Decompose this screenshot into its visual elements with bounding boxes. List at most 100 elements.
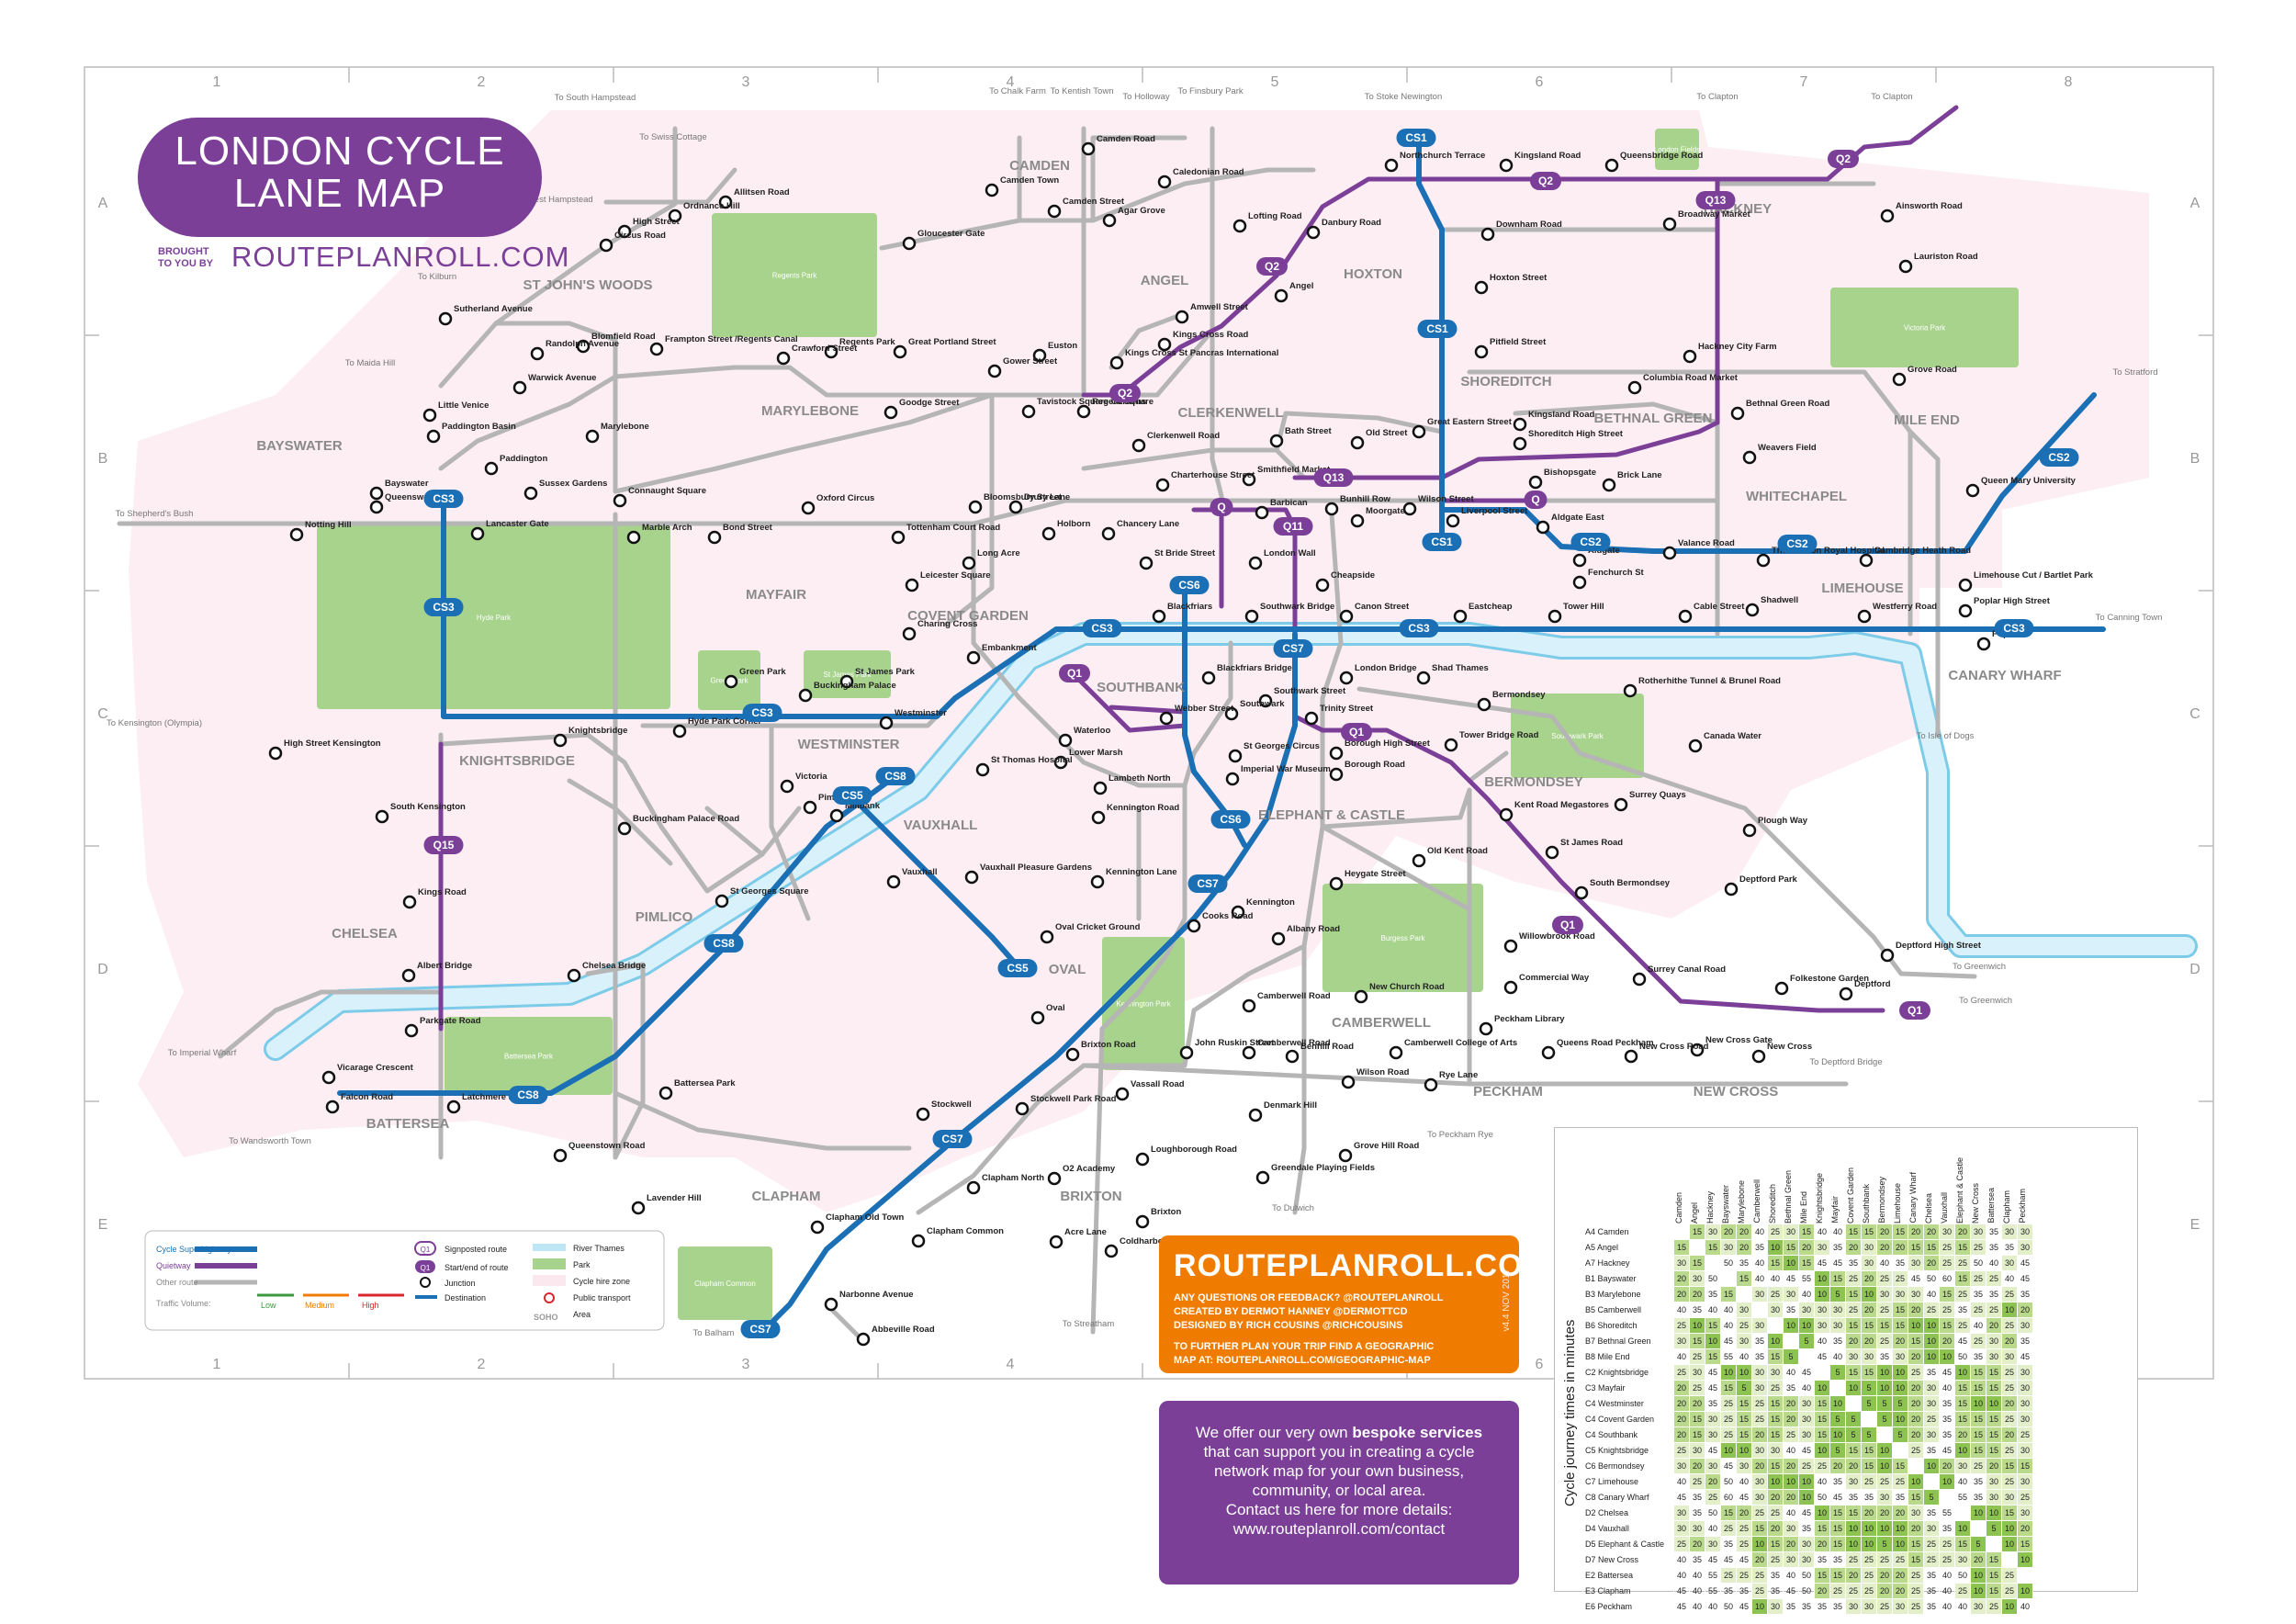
- junction-marker[interactable]: [1774, 981, 1789, 996]
- superhighway-badge[interactable]: CS5: [997, 959, 1038, 977]
- junction-marker[interactable]: [404, 1023, 419, 1038]
- junction-marker[interactable]: [1269, 434, 1284, 448]
- destination-label[interactable]: To Peckham Rye: [1427, 1130, 1493, 1140]
- junction-marker[interactable]: [1175, 310, 1189, 324]
- superhighway-badge[interactable]: CS3: [742, 704, 782, 722]
- junction-marker[interactable]: [1624, 1049, 1638, 1064]
- junction-marker[interactable]: [1081, 141, 1096, 156]
- junction-marker[interactable]: [1513, 436, 1527, 451]
- junction-marker[interactable]: [1574, 885, 1589, 900]
- junction-marker[interactable]: [1093, 781, 1108, 795]
- destination-label[interactable]: To West Hampstead: [514, 195, 592, 205]
- destination-label[interactable]: To Swiss Cottage: [639, 132, 706, 142]
- junction-marker[interactable]: [1030, 1010, 1045, 1025]
- quietway-badge[interactable]: Q2: [1109, 384, 1141, 402]
- junction-marker[interactable]: [1880, 209, 1895, 223]
- junction-marker[interactable]: [1338, 1148, 1353, 1163]
- junction-marker[interactable]: [1545, 845, 1559, 860]
- junction-marker[interactable]: [968, 500, 983, 514]
- junction-marker[interactable]: [1503, 939, 1518, 953]
- junction-marker[interactable]: [715, 894, 729, 908]
- junction-marker[interactable]: [1958, 603, 1973, 618]
- junction-marker[interactable]: [1315, 578, 1330, 592]
- junction-marker[interactable]: [438, 311, 453, 326]
- superhighway-badge[interactable]: CS7: [932, 1130, 973, 1148]
- quietway-badge[interactable]: Q15: [423, 836, 464, 854]
- superhighway-badge[interactable]: CS2: [1570, 533, 1611, 551]
- junction-marker[interactable]: [1479, 1021, 1493, 1036]
- junction-marker[interactable]: [1157, 337, 1172, 352]
- destination-label[interactable]: To Stratford: [2112, 367, 2157, 378]
- junction-marker[interactable]: [1201, 671, 1216, 685]
- destination-label[interactable]: To Stoke Newington: [1365, 92, 1443, 102]
- junction-marker[interactable]: [1480, 227, 1495, 242]
- junction-marker[interactable]: [1104, 1244, 1119, 1258]
- superhighway-badge[interactable]: CS1: [1396, 129, 1436, 147]
- junction-marker[interactable]: [649, 342, 664, 356]
- junction-marker[interactable]: [1242, 998, 1256, 1013]
- junction-marker[interactable]: [1242, 472, 1256, 487]
- junction-marker[interactable]: [985, 183, 999, 197]
- junction-marker[interactable]: [1513, 417, 1527, 432]
- junction-marker[interactable]: [1339, 609, 1354, 624]
- junction-marker[interactable]: [801, 501, 816, 515]
- junction-marker[interactable]: [1350, 435, 1365, 450]
- junction-marker[interactable]: [1548, 609, 1562, 624]
- junction-marker[interactable]: [369, 486, 384, 501]
- junction-marker[interactable]: [1602, 478, 1616, 492]
- junction-marker[interactable]: [1632, 972, 1647, 987]
- junction-marker[interactable]: [1690, 1043, 1705, 1057]
- junction-marker[interactable]: [1228, 749, 1243, 763]
- junction-marker[interactable]: [1751, 1049, 1766, 1064]
- junction-marker[interactable]: [289, 527, 304, 542]
- junction-marker[interactable]: [1572, 553, 1587, 568]
- junction-marker[interactable]: [1528, 475, 1543, 490]
- destination-label[interactable]: To Clapton: [1871, 92, 1912, 102]
- quietway-badge[interactable]: Q2: [1828, 150, 1859, 168]
- junction-marker[interactable]: [966, 1180, 981, 1195]
- junction-marker[interactable]: [1965, 483, 1980, 498]
- junction-marker[interactable]: [1742, 823, 1757, 838]
- junction-marker[interactable]: [1958, 578, 1973, 592]
- junction-marker[interactable]: [1662, 546, 1677, 560]
- junction-marker[interactable]: [1424, 1077, 1438, 1092]
- quietway-badge[interactable]: Q13: [1695, 191, 1736, 209]
- junction-marker[interactable]: [401, 968, 416, 983]
- quietway-badge[interactable]: Q11: [1273, 517, 1313, 536]
- junction-marker[interactable]: [1329, 767, 1344, 782]
- junction-marker[interactable]: [1008, 500, 1023, 514]
- superhighway-badge[interactable]: CS3: [423, 490, 464, 508]
- junction-marker[interactable]: [1412, 853, 1426, 868]
- junction-marker[interactable]: [964, 870, 979, 885]
- junction-marker[interactable]: [1232, 219, 1247, 233]
- junction-marker[interactable]: [1102, 213, 1117, 228]
- junction-marker[interactable]: [975, 762, 990, 777]
- quietway-badge[interactable]: Q2: [1256, 257, 1288, 276]
- junction-marker[interactable]: [1179, 1045, 1194, 1060]
- junction-marker[interactable]: [1076, 404, 1091, 419]
- quietway-badge[interactable]: Q1: [1899, 1001, 1930, 1020]
- junction-marker[interactable]: [585, 429, 600, 444]
- junction-marker[interactable]: [1329, 876, 1344, 891]
- junction-marker[interactable]: [1187, 919, 1201, 933]
- junction-marker[interactable]: [1065, 1047, 1080, 1062]
- junction-marker[interactable]: [1271, 931, 1286, 946]
- junction-marker[interactable]: [1604, 158, 1619, 173]
- junction-marker[interactable]: [1857, 609, 1872, 624]
- superhighway-badge[interactable]: CS7: [1273, 639, 1313, 658]
- junction-marker[interactable]: [1730, 406, 1745, 421]
- junction-marker[interactable]: [884, 405, 898, 420]
- junction-marker[interactable]: [1354, 989, 1368, 1004]
- junction-marker[interactable]: [446, 1100, 461, 1114]
- junction-marker[interactable]: [1242, 1045, 1256, 1060]
- destination-label[interactable]: To Streatham: [1063, 1319, 1115, 1329]
- junction-marker[interactable]: [1091, 810, 1106, 825]
- junction-marker[interactable]: [375, 809, 389, 824]
- superhighway-badge[interactable]: CS8: [703, 934, 744, 953]
- junction-marker[interactable]: [1101, 526, 1116, 541]
- junction-marker[interactable]: [1157, 175, 1172, 189]
- junction-marker[interactable]: [1859, 553, 1874, 568]
- destination-label[interactable]: To Kentish Town: [1050, 86, 1113, 96]
- superhighway-badge[interactable]: CS7: [1187, 874, 1228, 893]
- destination-label[interactable]: To Greenwich: [1953, 962, 2006, 972]
